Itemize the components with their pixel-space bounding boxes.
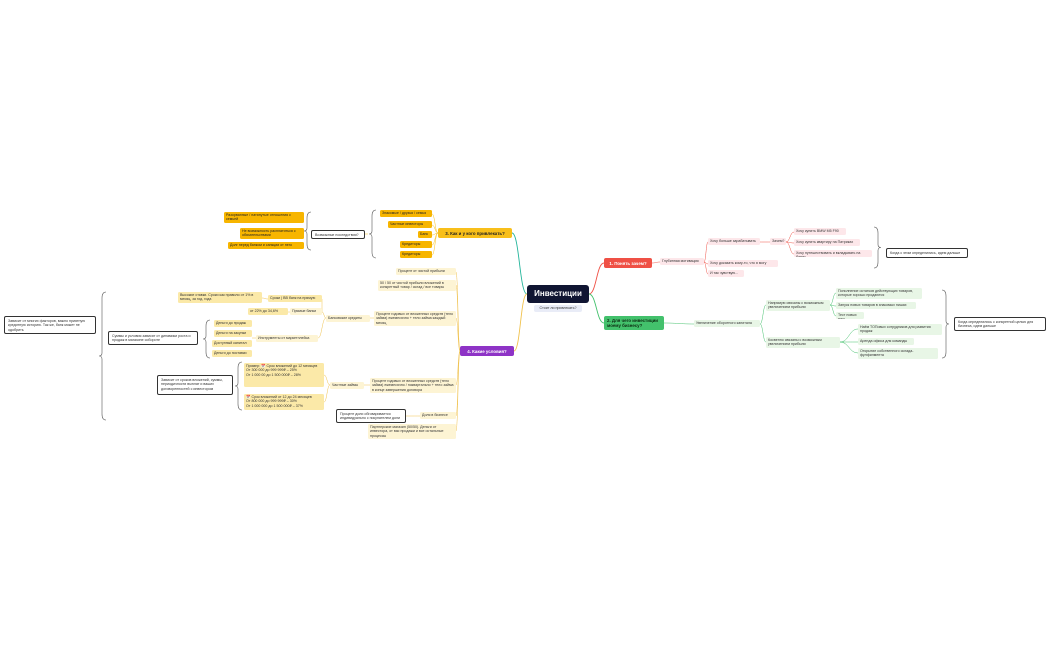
- b1-just[interactable]: И так чувствую...: [708, 270, 744, 277]
- b4-bank-percent[interactable]: Процент годовых от вложенных средств (те…: [374, 311, 456, 326]
- b1-brace: [873, 226, 882, 269]
- connector: [323, 384, 331, 403]
- b4-sum-note[interactable]: Суммы и условия зависят от динамики рост…: [108, 331, 198, 345]
- b2-direct-item-2[interactable]: Тест новых ниш: [836, 312, 864, 319]
- edge-root-b2: [588, 293, 605, 324]
- b3-risk-0[interactable]: Разорванные / натянутые отношения с семь…: [224, 212, 304, 223]
- b3-source-4[interactable]: Кредиторы: [400, 251, 432, 258]
- b1-why-item-2[interactable]: Хочу путешествовать и вкладывать на банк…: [794, 250, 872, 257]
- b1-why-item-0[interactable]: Хочу купить BMW M5 F90: [794, 228, 846, 235]
- b4-direct-bank[interactable]: Прямые банки: [290, 308, 322, 315]
- b4-money-item-1[interactable]: Деньги на закупки: [214, 330, 252, 337]
- b4-loan-note[interactable]: Зависит от сроков вложений, суммы, перио…: [157, 375, 233, 395]
- connector: [323, 374, 331, 386]
- b4-money-item-0[interactable]: Деньги до продаж: [214, 320, 252, 327]
- b4-marketplace-tools[interactable]: Инструменты от маркетплейса: [256, 335, 318, 342]
- b3-risk-1[interactable]: Не возможность расплатиться с обязательс…: [240, 228, 304, 239]
- connector: [321, 311, 327, 319]
- b2-note[interactable]: Когда определились с конкретной целью дл…: [954, 317, 1046, 331]
- connector: [455, 350, 461, 432]
- b4-net-profit[interactable]: Процент от чистой прибыли: [396, 268, 456, 275]
- connector: [651, 261, 661, 264]
- b4-private-loans[interactable]: Частные займы: [330, 382, 364, 389]
- root-subtitle: Стоит ли привлекать?: [534, 305, 582, 312]
- b1-why-item-1[interactable]: Хочу купить квартиру на Патриках: [794, 239, 860, 246]
- b3-source-3[interactable]: Кредиторы: [400, 241, 432, 248]
- b4-partner[interactable]: Партнерские магазин (50/50). Деньги от и…: [368, 424, 456, 439]
- connector: [759, 304, 767, 325]
- connector: [829, 304, 837, 317]
- b2-indirect-item-2[interactable]: Открытие собственного склада-фулфилмента: [858, 348, 938, 359]
- connector: [261, 297, 269, 300]
- b1-earn[interactable]: Хочу больше зарабатывать: [708, 238, 760, 245]
- b2-indirect[interactable]: Косвенно связаны с возможным увеличением…: [766, 337, 840, 348]
- connector: [431, 232, 439, 256]
- b4-bank-credits[interactable]: Банковские кредиты: [326, 315, 370, 322]
- b4-share[interactable]: Доля в бизнесе: [420, 412, 456, 419]
- b4-left-brace: [98, 291, 107, 421]
- connector: [829, 292, 837, 306]
- b4-money-item-3[interactable]: Деньги до поставки: [212, 350, 252, 357]
- branch-3-node[interactable]: 3. Как и у кого привлекать?: [438, 228, 512, 238]
- connector: [317, 317, 327, 339]
- b4-example-1[interactable]: Пример: 📅 Срок вложений до 12 месяцев От…: [244, 363, 324, 387]
- branch-1-node[interactable]: 1. Понять зачем?: [604, 258, 652, 268]
- b3-risk-2[interactable]: Долг перед банком и санкции от него: [228, 242, 304, 249]
- b2-indirect-item-1[interactable]: Аренда офиса для команды: [858, 338, 914, 345]
- connector: [431, 224, 439, 234]
- connector: [455, 317, 461, 352]
- edge-root-b4: [513, 293, 528, 352]
- b4-share-note[interactable]: Процент доли обговаривается индивидуальн…: [336, 409, 406, 423]
- b4-example-2[interactable]: 📅 Срок вложений от 12 до 24 месяцев От 8…: [244, 394, 324, 410]
- b3-risks-label[interactable]: Возможные последствия?: [311, 230, 365, 239]
- b1-why[interactable]: Зачем?: [770, 238, 786, 245]
- b2-brace: [941, 289, 950, 359]
- b4-money-brace: [202, 319, 211, 359]
- edge-root-b3: [511, 232, 528, 295]
- b1-motivation[interactable]: Глубинная мотивация: [660, 258, 704, 265]
- b2-indirect-item-0[interactable]: Наём ТОПовых сотрудников для развития пр…: [858, 324, 942, 335]
- branch-4-node[interactable]: 4. Какие условия?: [460, 346, 514, 356]
- edge-root-b1: [588, 262, 605, 295]
- root-node[interactable]: Инвестиции: [527, 285, 589, 303]
- connector: [703, 241, 709, 263]
- b2-capital[interactable]: Увеличение оборотного капитала: [694, 320, 760, 327]
- connector: [455, 284, 461, 352]
- connector: [785, 231, 795, 243]
- b1-prove[interactable]: Хочу доказать кому-то, что я могу: [708, 260, 778, 267]
- b2-direct-item-1[interactable]: Запуск новых товаров в знакомых нишах: [836, 302, 916, 309]
- branch-2-node[interactable]: 2. Для чего инвестиции моему бизнесу?: [604, 316, 664, 330]
- b4-example-brace: [234, 361, 243, 411]
- connector: [785, 241, 795, 255]
- connector: [839, 341, 859, 354]
- connector: [759, 323, 767, 343]
- b4-split[interactable]: 50 / 50 от чистой прибыли вложений в кон…: [378, 280, 456, 291]
- b2-direct-item-0[interactable]: Пополнение остатков действующих товаров,…: [836, 288, 922, 299]
- b4-private-percent[interactable]: Процент годовых от вложенных средств (те…: [370, 378, 456, 393]
- connector: [839, 328, 859, 343]
- b3-brace: [368, 209, 377, 259]
- b3-source-0[interactable]: Знакомые / друзья / семья: [380, 210, 432, 217]
- connector: [703, 261, 709, 275]
- b2-direct[interactable]: Напрямую связаны с возможным увеличением…: [766, 300, 830, 311]
- b4-rates[interactable]: Высокие ставки. Сроки как правило от 1% …: [178, 292, 262, 303]
- b3-source-1[interactable]: Частные инвесторы: [388, 221, 432, 228]
- b4-money-item-2[interactable]: Доступный капитал: [212, 340, 252, 347]
- b3-source-2[interactable]: Банк: [418, 231, 432, 238]
- b4-rate-range[interactable]: от 22% до 34,6%: [248, 308, 288, 315]
- b1-note[interactable]: Когда с этим определились, идем дальше: [886, 248, 968, 258]
- connector: [663, 322, 695, 325]
- b4-terms[interactable]: Сроки | ВВ банк на прямую: [268, 295, 322, 302]
- b3-risks-brace: [303, 211, 312, 251]
- b4-left-note[interactable]: Зависит от многих факторов, важно приятн…: [4, 316, 96, 334]
- connector: [431, 213, 439, 234]
